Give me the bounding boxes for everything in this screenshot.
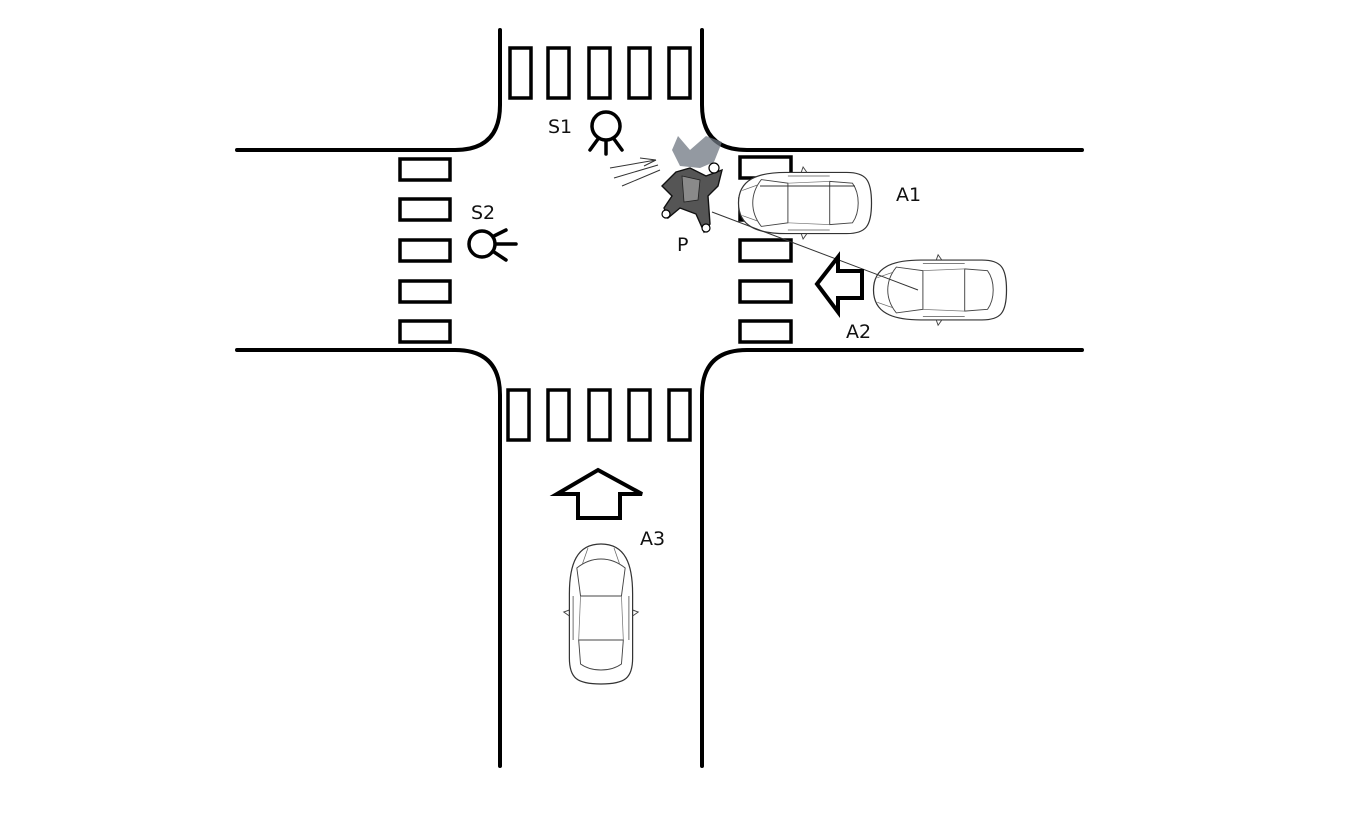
crosswalk-west: [398, 157, 452, 344]
car-icon: [563, 543, 639, 685]
road-edge-bottom-left: [235, 348, 502, 768]
traffic-light-icon: [467, 228, 518, 262]
road-edges: [235, 28, 1084, 768]
car-icon: [737, 166, 873, 240]
trajectory-lines: [711, 185, 919, 291]
signal-label-s2: S2: [471, 202, 495, 224]
car-icon: [872, 254, 1008, 326]
signal-label-s1: S1: [548, 116, 572, 138]
road-edge-top-right: [700, 28, 1084, 152]
pedestrian-label-p: P: [677, 234, 688, 256]
vehicle-label-a2: A2: [846, 321, 871, 343]
traffic-light-icon: [588, 110, 624, 156]
crosswalk-north: [508, 46, 692, 100]
road-edge-bottom-right: [700, 348, 1084, 768]
crosswalk-south: [506, 388, 692, 442]
direction-arrow-icon: [814, 251, 864, 318]
vehicle-label-a3: A3: [640, 528, 665, 550]
direction-arrow-icon: [549, 467, 643, 520]
vehicle-label-a1: A1: [896, 184, 921, 206]
motion-lines: [609, 157, 661, 187]
pedestrian-icon: [609, 136, 724, 234]
road-edge-top-left: [235, 28, 502, 152]
